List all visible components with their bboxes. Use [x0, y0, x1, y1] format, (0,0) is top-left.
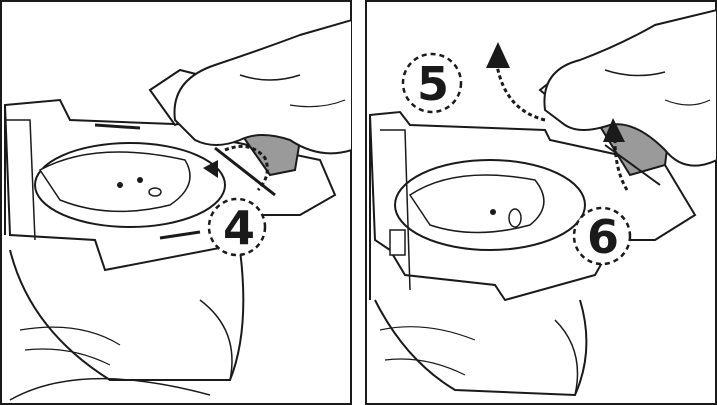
- illustration-panel-step-5-6: 5 6: [365, 0, 717, 405]
- step-4-label: 4: [223, 201, 255, 255]
- lift-arrow-5: [497, 65, 545, 120]
- machine-body: [375, 300, 586, 395]
- arrow-up-icon: [486, 42, 510, 68]
- step-5-label: 5: [417, 57, 449, 111]
- step-6-label: 6: [587, 210, 619, 264]
- panel-divider: [352, 0, 365, 405]
- hand: [175, 20, 353, 153]
- machine-body: [10, 250, 243, 380]
- illustration-panel-step-4: 4: [0, 0, 352, 405]
- step-4-drawing: 4: [0, 0, 352, 405]
- step-5-6-drawing: 5 6: [365, 0, 717, 405]
